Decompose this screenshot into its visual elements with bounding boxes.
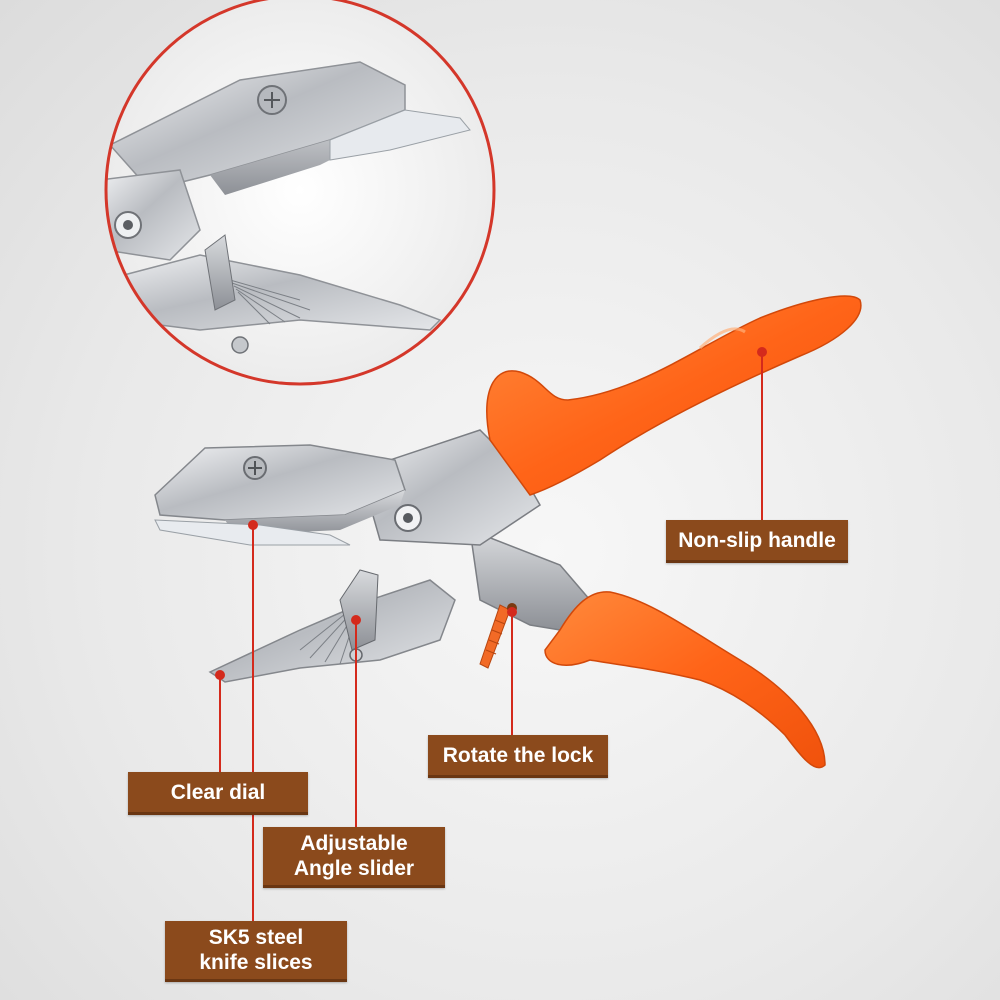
angle-shear-tool	[154, 295, 862, 769]
callout-sk5-line1: SK5 steel	[208, 926, 304, 949]
callout-angle-slider-line1: Adjustable	[300, 832, 408, 855]
callout-sk5-steel-knife: SK5 steel knife slices	[165, 921, 347, 982]
callout-non-slip-handle: Non-slip handle	[666, 520, 848, 563]
callout-angle-slider-line2: Angle slider	[293, 857, 415, 880]
callout-rotate-the-lock: Rotate the lock	[428, 735, 608, 778]
callout-non-slip-handle-text: Non-slip handle	[678, 528, 836, 552]
callout-adjustable-angle-slider: Adjustable Angle slider	[263, 827, 445, 888]
callout-sk5-line2: knife slices	[199, 951, 313, 974]
callout-clear-dial-text: Clear dial	[170, 780, 266, 804]
leader-lines	[215, 347, 767, 921]
callout-rotate-the-lock-text: Rotate the lock	[442, 743, 594, 767]
callout-clear-dial: Clear dial	[128, 772, 308, 815]
zoom-inset	[104, 0, 496, 386]
